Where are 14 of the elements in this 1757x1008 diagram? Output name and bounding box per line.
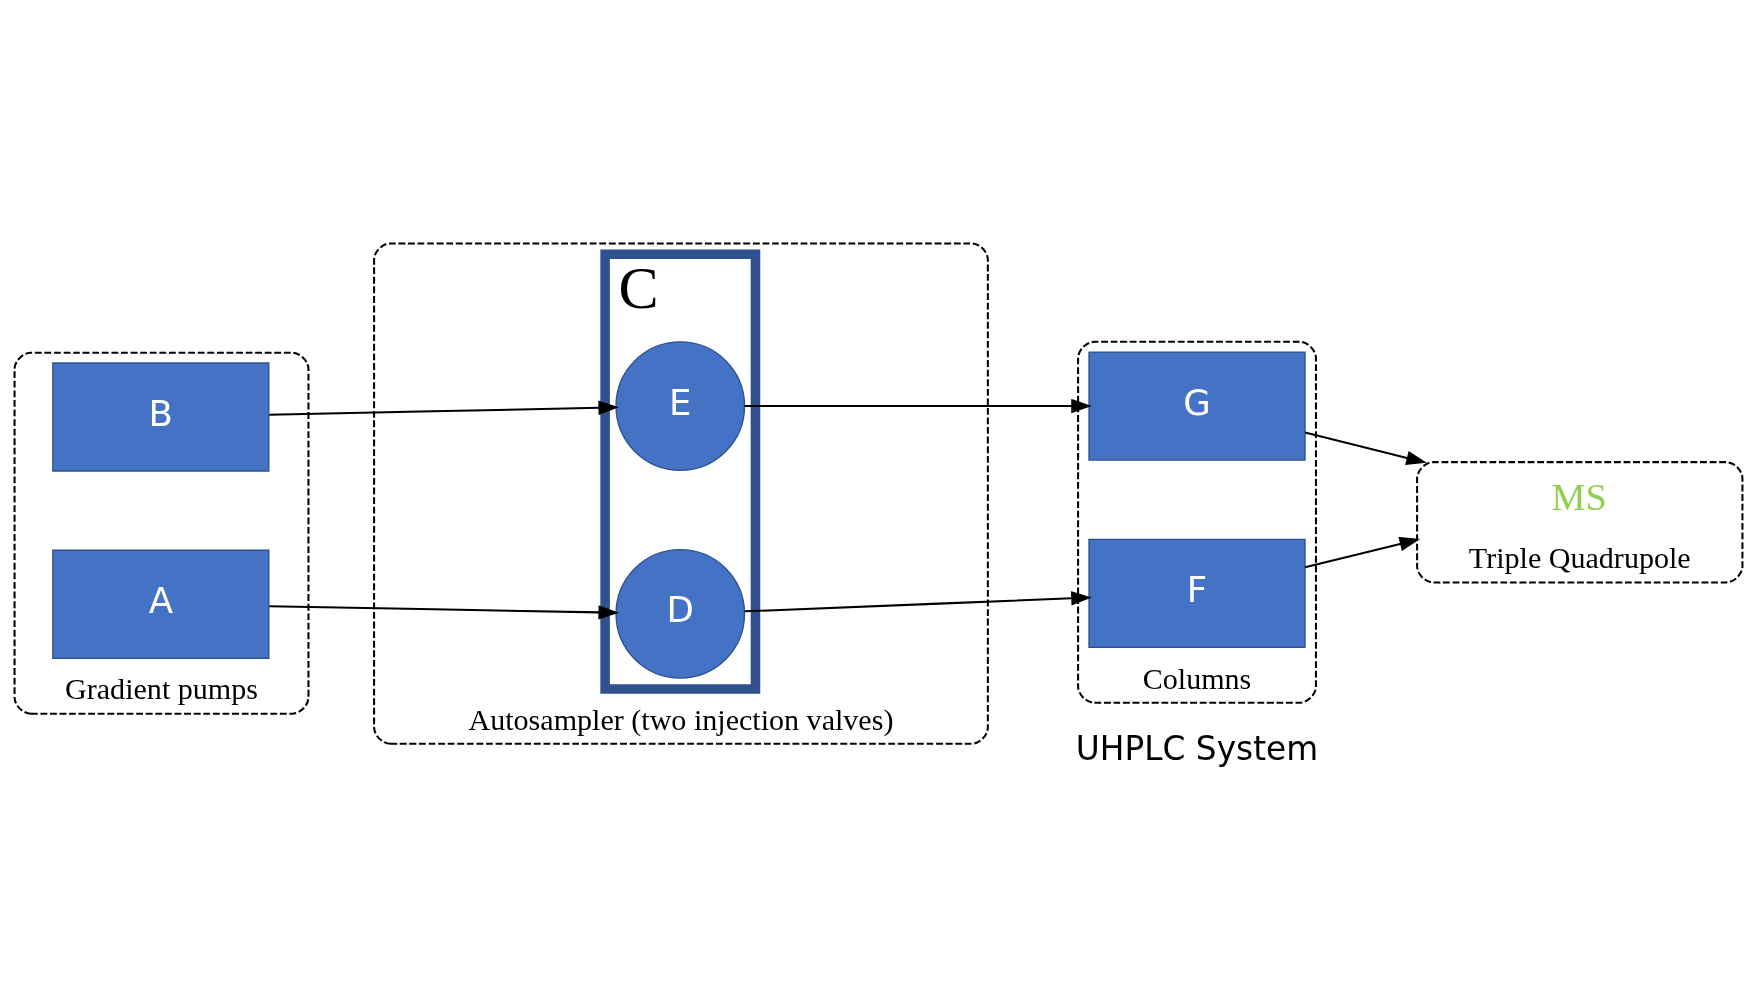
- arrow: [1304, 536, 1421, 568]
- node-box: G: [1088, 350, 1306, 461]
- arrow: [269, 604, 619, 620]
- node-circle: E: [615, 340, 746, 471]
- node-box: F: [1088, 538, 1306, 648]
- node-box: B: [52, 361, 270, 472]
- label: UHPLC System: [1075, 729, 1319, 768]
- node-circle: D: [615, 548, 746, 679]
- arrow: [744, 398, 1092, 413]
- arrow: [744, 590, 1092, 612]
- node-box: A: [52, 549, 270, 659]
- arrow: [269, 400, 619, 416]
- node-text: MS: [1551, 475, 1607, 518]
- arrow: [1304, 431, 1427, 465]
